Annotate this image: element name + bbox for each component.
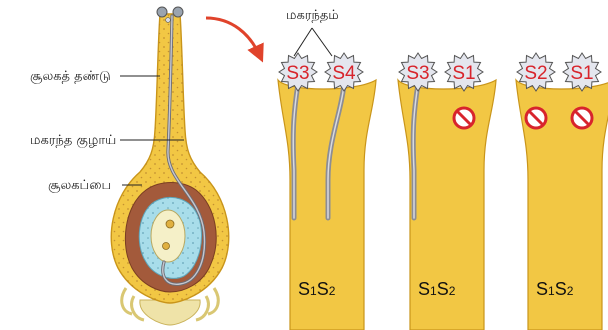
- pollen-header: மகரந்தம்: [286, 8, 339, 23]
- pollen-grain-label: S2: [524, 63, 547, 84]
- label-ovary: சூலகப்பை: [48, 178, 111, 193]
- stigma-knob-left: [157, 7, 167, 17]
- label-pollen-tube: மகரந்த குழாய்: [30, 133, 116, 148]
- zoom-arrow: [206, 18, 260, 56]
- embryo-sac: [151, 210, 185, 262]
- pollen-header-bracket: [294, 28, 332, 56]
- label-stigma-style: சூலகத் தண்டு: [30, 69, 111, 84]
- pollen-grain-label: S1: [452, 63, 475, 84]
- pollen-grain-label: S3: [406, 63, 429, 84]
- pistil-illustration: [111, 7, 228, 325]
- pollen-grain-label: S3: [286, 63, 309, 84]
- pollen-grain-label: S1: [570, 63, 593, 84]
- stigma-knob-right: [173, 7, 183, 17]
- pollen-grain-label: S4: [332, 63, 356, 84]
